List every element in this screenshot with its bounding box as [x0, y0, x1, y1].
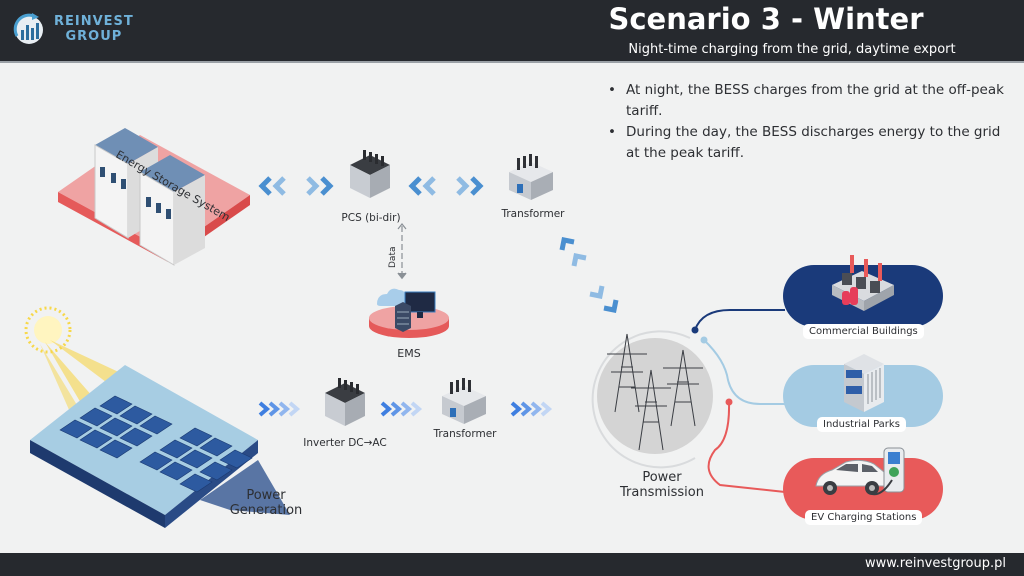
diagonal-arrows-icon	[559, 237, 619, 313]
inverter-icon	[325, 378, 365, 426]
forward-arrows-icon	[380, 401, 423, 417]
factory-icon	[832, 255, 894, 311]
ems-server-icon	[369, 288, 449, 338]
bidirectional-arrows-icon	[408, 176, 484, 196]
page-subtitle: Night-time charging from the grid, dayti…	[628, 42, 956, 57]
logo-line-2: GROUP	[65, 29, 123, 44]
pcs-inverter-icon	[350, 150, 390, 198]
transformer-icon	[509, 154, 553, 200]
forward-arrows-icon	[510, 401, 553, 417]
office-building-icon	[844, 354, 884, 412]
transformer-top-label: Transformer	[501, 208, 565, 220]
battery-cabinets-icon	[58, 128, 250, 266]
data-link-label: Data	[388, 246, 398, 269]
transformer-icon	[442, 378, 486, 424]
reinvest-logo-icon	[13, 13, 43, 44]
header-divider	[0, 61, 1024, 63]
logo-line-1: REINVEST	[54, 14, 134, 29]
power-generation-label: Power Generation	[229, 488, 303, 518]
header: REINVEST GROUP Scenario 3 - Winter Night…	[0, 0, 1024, 61]
power-transmission-label: Power Transmission	[620, 470, 704, 500]
consumer-label: Industrial Parks	[817, 417, 906, 432]
bidirectional-arrows-icon	[258, 176, 334, 196]
logo[interactable]: REINVEST GROUP	[12, 12, 134, 46]
scenario-description: At night, the BESS charges from the grid…	[604, 80, 1014, 164]
inverter-label: Inverter DC→AC	[303, 437, 387, 449]
data-link-arrow	[397, 223, 407, 280]
solar-panels-icon	[24, 306, 290, 528]
consumer-label: EV Charging Stations	[805, 510, 923, 525]
page-title: Scenario 3 - Winter	[608, 2, 924, 36]
bullet-item: During the day, the BESS discharges ener…	[604, 122, 1014, 164]
ev-charger-icon	[815, 447, 905, 496]
consumer-label: Commercial Buildings	[803, 324, 924, 339]
forward-arrows-icon	[258, 401, 301, 417]
distribution-lines	[691, 309, 786, 493]
footer: www.reinvestgroup.pl	[0, 553, 1024, 576]
transformer-bottom-label: Transformer	[433, 428, 497, 440]
bullet-item: At night, the BESS charges from the grid…	[604, 80, 1014, 122]
pcs-label: PCS (bi-dir)	[341, 212, 401, 224]
ems-label: EMS	[397, 347, 421, 360]
website-link[interactable]: www.reinvestgroup.pl	[864, 556, 1006, 571]
power-pylons-icon	[591, 330, 713, 469]
